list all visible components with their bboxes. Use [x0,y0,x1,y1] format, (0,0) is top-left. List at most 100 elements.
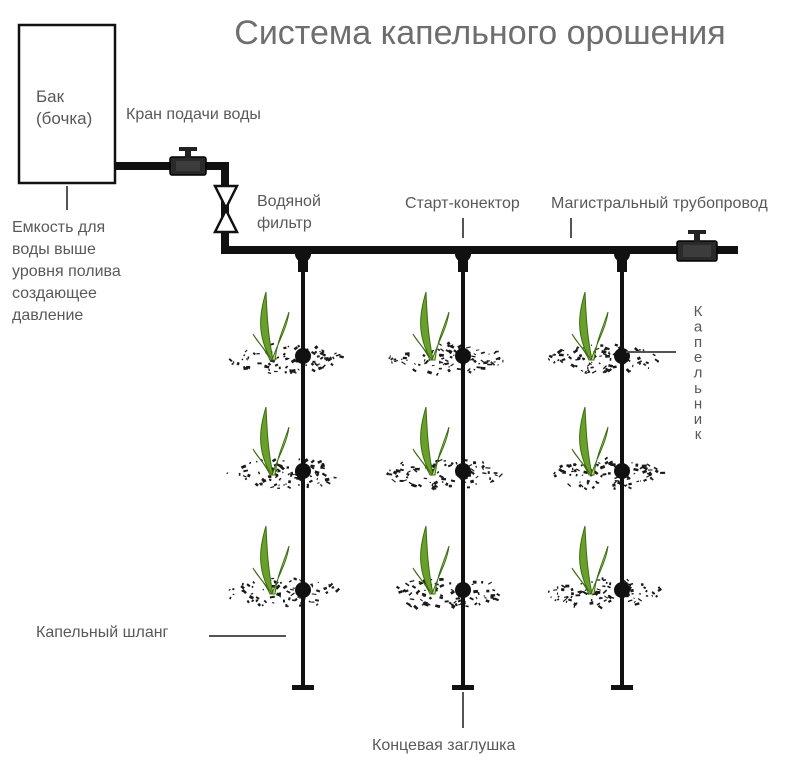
plant-leaf [590,545,609,595]
soil-speck [315,599,320,602]
soil-speck [485,467,491,469]
soil-speck [474,602,478,606]
soil-speck [278,465,284,471]
soil-speck [423,601,429,605]
soil-speck [477,592,480,596]
soil-speck [652,353,656,357]
soil-speck [419,582,422,585]
soil-speck [657,587,663,592]
soil-speck [453,350,456,352]
plant-leaf [431,545,450,595]
soil-speck [248,595,255,600]
soil-speck [267,475,272,478]
soil-speck [579,481,581,484]
soil-speck [395,469,401,473]
plant-icon [412,291,450,361]
soil-speck [243,354,246,357]
soil-speck [623,579,628,585]
soil-speck [553,471,556,475]
soil-speck [497,364,499,366]
soil-speck [471,471,475,476]
soil-speck [447,368,451,373]
plant-leaf [260,525,274,595]
plant-leaf [412,333,433,361]
soil-speck [586,481,590,485]
soil-speck [651,591,656,595]
soil-speck [423,477,428,480]
soil-speck [607,368,613,373]
soil-speck [556,349,563,355]
soil-speck [591,601,594,604]
soil-speck [314,345,319,350]
plant-icon [571,291,609,361]
soil-speck [431,483,434,487]
soil-speck [308,479,313,484]
plant-icon [571,406,609,476]
soil-speck [257,602,262,607]
soil-speck [471,583,474,586]
soil-speck [483,361,488,365]
dripper [614,348,630,364]
soil-speck [428,596,433,600]
soil-speck [591,485,596,490]
soil-speck [628,486,632,490]
soil-speck [289,580,292,583]
soil-speck [502,359,504,363]
plant-leaf [579,525,593,595]
soil-speck [552,361,556,364]
soil-speck [450,462,454,466]
soil-speck [599,355,603,357]
soil-speck [596,464,599,467]
dripper [295,463,311,479]
soil-speck [612,365,617,369]
soil-speck [603,348,608,351]
soil-speck [495,356,501,361]
soil-speck [600,344,604,347]
soil-speck [311,584,314,588]
soil-speck [315,473,320,477]
soil-speck [465,605,469,608]
soil-speck [262,478,267,483]
soil-speck [470,468,475,472]
soil-speck [556,592,559,595]
soil-speck [486,589,490,593]
dripper [295,348,311,364]
soil-speck [498,473,503,478]
soil-speck [248,461,252,465]
soil-speck [232,361,235,364]
soil-speck [244,349,248,353]
soil-speck [651,594,654,597]
plant-leaf [579,291,593,361]
soil-speck [473,589,479,594]
soil-speck [556,586,559,589]
soil-speck [607,352,611,356]
soil-speck [573,604,576,608]
soil-speck [438,343,442,347]
tank-label-line: (бочка) [36,109,92,128]
soil-speck [286,466,290,469]
soil-speck [283,484,286,486]
soil-speck [401,361,406,365]
dripper-label-letter: и [694,411,702,428]
soil-speck [412,368,417,373]
soil-speck [561,469,565,472]
end-cap [611,685,633,690]
soil-speck [282,471,284,474]
soil-speck [289,474,293,478]
soil-speck [407,354,410,357]
supply-valve [169,147,207,176]
soil-speck [314,470,320,474]
soil-speck [598,362,601,365]
soil-speck [602,585,606,588]
soil-speck [654,358,660,363]
soil-speck [646,474,651,478]
soil-speck [590,344,593,346]
soil-speck [335,587,341,593]
soil-speck [639,480,642,482]
soil-speck [402,479,408,482]
soil-speck [438,474,445,479]
soil-speck [602,472,607,476]
water-filter-label-line: фильтр [257,215,312,232]
soil-speck [633,467,639,472]
soil-speck [339,355,344,359]
